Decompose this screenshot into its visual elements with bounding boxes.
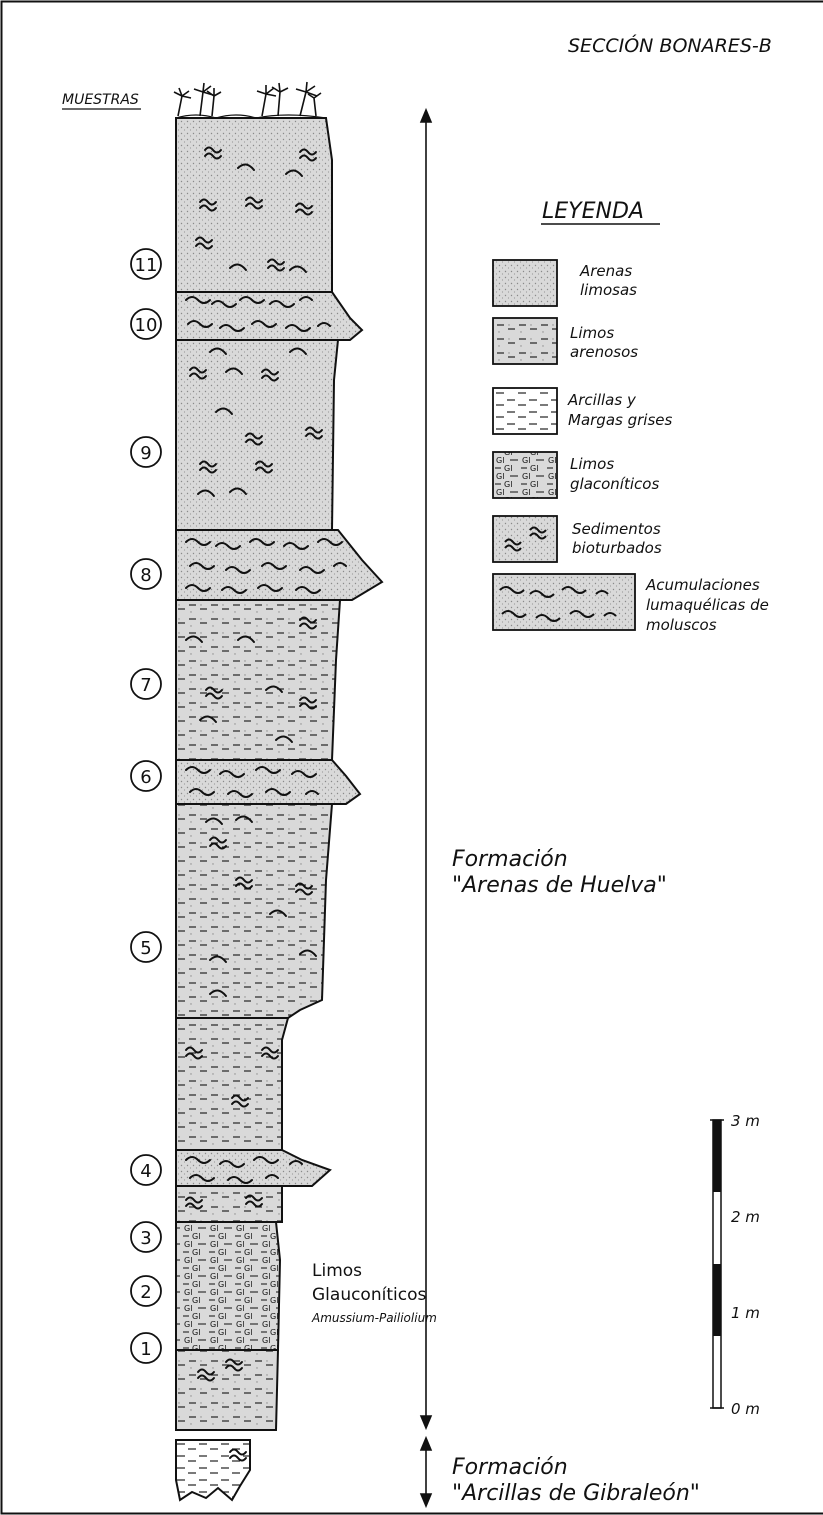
bed-6 <box>176 760 360 804</box>
sample-1: 1 <box>131 1333 161 1363</box>
sample-6-label: 6 <box>140 767 151 788</box>
sample-3-label: 3 <box>140 1228 151 1249</box>
legend-title: LEYENDA <box>542 199 644 224</box>
legend-label-lumaquela-2: lumaquélicas de <box>646 596 769 614</box>
scale-tick-0m: 0 m <box>731 1400 760 1418</box>
sample-9: 9 <box>131 437 161 467</box>
legend-label-arcillas-2: Margas grises <box>568 411 672 429</box>
bed-10 <box>176 292 362 340</box>
sample-4: 4 <box>131 1155 161 1185</box>
legend-label-glauconiticos-1: Limos <box>570 455 614 473</box>
legend-label-arenas-1: Arenas <box>579 262 632 280</box>
formation-gibraleon-line2: "Arcillas de Gibraleón" <box>452 1481 700 1506</box>
legend-swatch-arcillas <box>493 388 557 434</box>
bed-glauconitic <box>176 1222 280 1350</box>
surface-vegetation-icon <box>174 82 326 118</box>
legend: LEYENDA Arenas limosas Limos arenosos Ar… <box>493 199 769 634</box>
sample-4-label: 4 <box>140 1161 151 1182</box>
sample-6: 6 <box>131 761 161 791</box>
sample-5-label: 5 <box>140 938 151 959</box>
legend-label-limos-arenosos-2: arenosos <box>570 343 638 361</box>
scale-bar: 3 m 2 m 1 m 0 m <box>710 1112 760 1418</box>
legend-label-bioturbados-1: Sedimentos <box>572 520 661 538</box>
samples-header: MUESTRAS <box>62 92 139 108</box>
legend-swatch-limos-arenosos <box>493 318 557 364</box>
scale-tick-2m: 2 m <box>731 1208 760 1226</box>
legend-swatch-glauconiticos <box>493 452 557 498</box>
sample-11-label: 11 <box>135 255 158 276</box>
legend-swatch-lumaquela <box>493 574 635 630</box>
sample-9-label: 9 <box>140 443 151 464</box>
legend-label-bioturbados-2: bioturbados <box>572 539 662 557</box>
sample-10-label: 10 <box>135 315 158 336</box>
section-title: SECCIÓN BONARES-B <box>568 33 772 57</box>
legend-label-lumaquela-1: Acumulaciones <box>645 576 760 594</box>
legend-label-arcillas-1: Arcillas y <box>567 391 637 409</box>
legend-swatch-bioturbados <box>493 516 557 562</box>
bed-4 <box>176 1150 330 1186</box>
sample-5: 5 <box>131 932 161 962</box>
bed-7 <box>176 600 340 760</box>
legend-label-limos-arenosos-1: Limos <box>570 324 614 342</box>
formation-gibraleon-line1: Formación <box>452 1455 568 1480</box>
sample-2: 2 <box>131 1276 161 1306</box>
legend-label-glauconiticos-2: glaconíticos <box>570 475 659 493</box>
bed-lower-silts <box>176 1018 288 1150</box>
unit-label-line1: Limos <box>312 1261 362 1281</box>
formation-huelva-line1: Formación <box>452 847 568 872</box>
legend-label-arenas-2: limosas <box>580 281 637 299</box>
scale-tick-3m: 3 m <box>731 1112 760 1130</box>
sample-8: 8 <box>131 559 161 589</box>
sample-7-label: 7 <box>140 675 151 696</box>
sample-markers: 11 10 9 8 7 6 5 4 3 2 1 <box>131 249 161 1363</box>
sample-10: 10 <box>131 309 161 339</box>
unit-label-line3: Amussium-Pailiolium <box>311 1311 437 1325</box>
formation-huelva-line2: "Arenas de Huelva" <box>452 873 667 898</box>
sample-8-label: 8 <box>140 565 151 586</box>
legend-label-lumaquela-3: moluscos <box>646 616 717 634</box>
sample-2-label: 2 <box>140 1282 151 1303</box>
bed-5 <box>176 804 332 1018</box>
sample-3: 3 <box>131 1222 161 1252</box>
sample-11: 11 <box>131 249 161 279</box>
scale-tick-1m: 1 m <box>731 1304 760 1322</box>
sample-1-label: 1 <box>140 1339 151 1360</box>
legend-swatch-arenas <box>493 260 557 306</box>
bed-gibraleon-clays <box>176 1440 250 1500</box>
unit-label-line2: Glauconíticos <box>312 1285 426 1305</box>
sample-7: 7 <box>131 669 161 699</box>
